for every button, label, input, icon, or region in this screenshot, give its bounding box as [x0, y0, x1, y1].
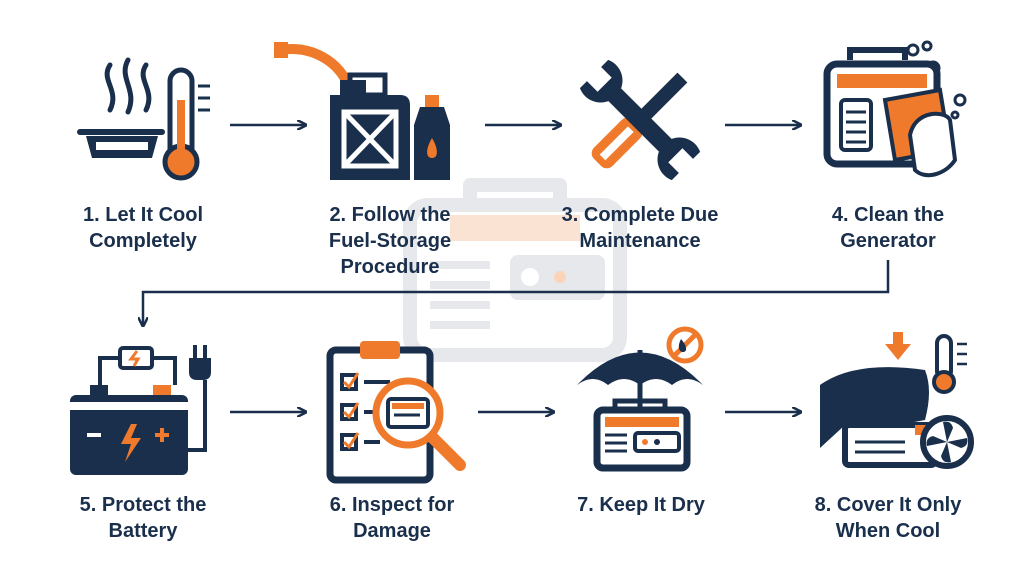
step-5-label: 5. Protect the Battery: [79, 494, 207, 542]
wrench-screwdriver-icon: [579, 59, 701, 181]
step-6-label: 6. Inspect for Damage: [329, 494, 455, 542]
step-1-label: 1. Let It Cool Completely: [83, 204, 203, 252]
step-7-label: 7. Keep It Dry: [577, 494, 705, 516]
step-4-label: 4. Clean the Generator: [831, 204, 945, 252]
step-2-label: 2. Follow the Fuel-Storage Procedure: [328, 204, 452, 278]
step-3-label: 3. Complete Due Maintenance: [561, 204, 719, 252]
battery-charger-icon: [70, 345, 211, 475]
covered-generator-icon: [820, 332, 974, 469]
fuel-can-bottle-icon: [274, 42, 450, 180]
umbrella-generator-icon: [577, 326, 704, 472]
arrow-4-5: [143, 260, 890, 325]
step-8-label: 8. Cover It Only When Cool: [814, 494, 962, 542]
watermark-generator-icon: [403, 178, 627, 362]
checklist-magnifier-icon: [326, 341, 466, 484]
cooling-pan-thermometer-icon: [77, 57, 210, 181]
cleaning-generator-icon: [823, 40, 967, 178]
